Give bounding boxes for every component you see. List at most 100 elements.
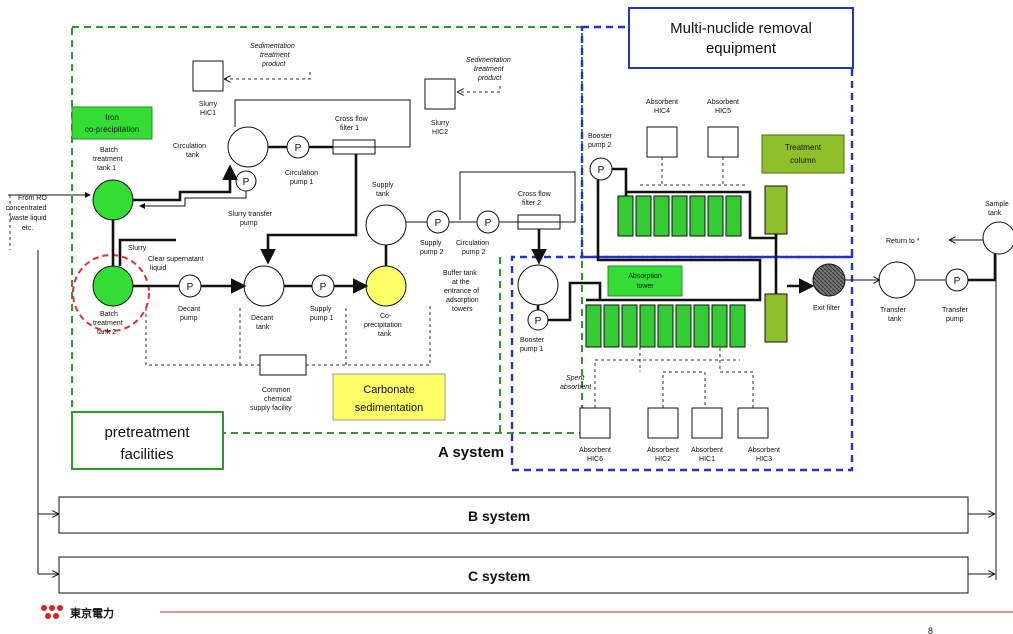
common-label1: Common [262, 387, 291, 394]
slurry-hic1-label1: Slurry [199, 101, 218, 108]
exit-filter [812, 263, 846, 297]
supply-pump-2-p: P [435, 218, 442, 229]
slurry-label: Slurry [128, 245, 147, 252]
coprec-label2: precipitation [364, 322, 402, 329]
supply-pump-2-label2: pump 2 [420, 249, 443, 256]
absorption-label2: tower [636, 283, 654, 290]
carbonate-sedimentation-box [332, 373, 446, 421]
pretreatment-title-box [71, 411, 224, 470]
lower-hic-labels: Absorbent HIC6 Absorbent HIC2 Absorbent … [579, 447, 780, 463]
treatment-column-upper [764, 185, 788, 235]
svg-text:HIC6: HIC6 [587, 456, 603, 463]
slurry-hic2-label2: HIC2 [432, 129, 448, 136]
svg-text:tank 1: tank 1 [97, 165, 116, 172]
batch-tank-2-highlight [72, 254, 150, 332]
circulation-pump-2-label1: Circulation [456, 240, 489, 247]
booster-pump-2-p: P [598, 165, 605, 176]
slurry-hic1 [192, 60, 224, 92]
exit-filter-label: Exit filter [813, 305, 841, 312]
transfer-pump-p: P [954, 276, 961, 287]
abs-hic4-label2: HIC4 [654, 108, 670, 115]
coprec-label1: Co- [380, 313, 392, 320]
pretreatment-region-border [71, 26, 583, 434]
circulation-pump-1-label1: Circulation [285, 170, 318, 177]
pretreatment-title-line2: facilities [120, 446, 173, 463]
booster1-label1: Booster [520, 337, 545, 344]
slurry-hic2 [424, 78, 456, 110]
lower-hic-dashes [594, 347, 754, 408]
flow-cff1-down [260, 154, 358, 265]
slurry-transfer-loop [139, 191, 247, 209]
svg-text:Batch: Batch [100, 311, 118, 318]
slurry-hic1-label2: HIC1 [200, 110, 216, 117]
decant-tank [243, 265, 285, 307]
sed-product-line-2 [458, 86, 501, 92]
svg-text:HIC1: HIC1 [699, 456, 715, 463]
tepco-logo [41, 605, 63, 619]
svg-text:Absorbent: Absorbent [647, 447, 679, 454]
absorbent-hic3 [737, 407, 769, 439]
circulation-pump-2-p: P [485, 218, 492, 229]
inlet-label: From RO concentrated waste liquid etc. [6, 195, 47, 232]
svg-text:Sedimentation: Sedimentation [466, 57, 511, 64]
mnr-buffer-tank [517, 264, 559, 306]
sample-tank-label1: Sample [985, 201, 1009, 208]
svg-text:treatment: treatment [93, 156, 123, 163]
spent-label1: Spent [566, 375, 585, 382]
mnr-title-line1: Multi-nuclide removal [670, 20, 812, 37]
svg-text:tank 2: tank 2 [97, 329, 116, 336]
sed-product-label-2: Sedimentation treatment product [466, 57, 511, 82]
circulation-pump-1-p: P [295, 143, 302, 154]
mnr-title-line2: equipment [706, 40, 777, 57]
flow-batch2-up [118, 238, 176, 266]
mnr-title-box [628, 7, 854, 69]
circulation-tank-label1: Circulation [173, 143, 206, 150]
svg-text:adsorption: adsorption [446, 297, 479, 304]
supply-pump-2-label1: Supply [420, 240, 442, 247]
absorbent-hic6 [579, 407, 611, 439]
svg-text:Batch: Batch [100, 147, 118, 154]
svg-text:treatment: treatment [93, 320, 123, 327]
flow-batch1-to-circ [133, 164, 238, 202]
absorbent-hic5 [707, 126, 739, 158]
svg-text:waste liquid: waste liquid [9, 215, 47, 222]
treatment-column-lower [764, 293, 788, 343]
mnr-flow-booster1-columns [548, 281, 602, 322]
absorption-tower-label-box [607, 265, 683, 297]
mnr-flow-booster2-upper [612, 167, 628, 196]
iron-coprecipitation-box [71, 106, 153, 140]
supply-tank-label2: tank [376, 191, 390, 198]
cff2-loop [459, 171, 576, 223]
iron-label-1: Iron [105, 113, 119, 122]
pretreatment-title-line1: pretreatment [104, 424, 190, 441]
absorbent-hic4 [646, 126, 678, 158]
carbonate-label2: sedimentation [355, 402, 424, 414]
decant-pump-label2: pump [180, 315, 198, 322]
supply-pump-1-p: P [320, 282, 327, 293]
svg-text:Buffer tank: Buffer tank [443, 270, 477, 277]
circulation-tank-label2: tank [186, 152, 200, 159]
common-label3: supply facility [250, 405, 292, 412]
decant-pump-label1: Decant [178, 306, 200, 313]
a-system-label: A system [438, 444, 504, 461]
recirc-loop [234, 99, 411, 148]
page-number: 8 [928, 626, 933, 634]
b-system-box [58, 496, 969, 534]
spent-label2: absorbent [560, 384, 592, 391]
sed-product-line-1 [225, 72, 311, 79]
tepco-logo-text: 東京電力 [70, 606, 114, 620]
absorbent-hic1 [691, 407, 723, 439]
coprec-label3: tank [378, 331, 392, 338]
transfer-pump-label1: Transfer [942, 307, 968, 314]
svg-text:From RO: From RO [18, 195, 47, 202]
b-system-label: B system [468, 508, 530, 524]
sed-product-label-1: Sedimentation treatment product [250, 43, 295, 68]
svg-text:entrance of: entrance of [444, 288, 479, 295]
mnr-flow-lower-header [586, 180, 762, 302]
svg-text:etc.: etc. [22, 225, 33, 232]
transfer-tank-label1: Transfer [880, 307, 906, 314]
svg-text:Absorbent: Absorbent [691, 447, 723, 454]
supply-tank-label1: Supply [372, 182, 394, 189]
iron-label-2: co-precipitation [85, 125, 139, 134]
